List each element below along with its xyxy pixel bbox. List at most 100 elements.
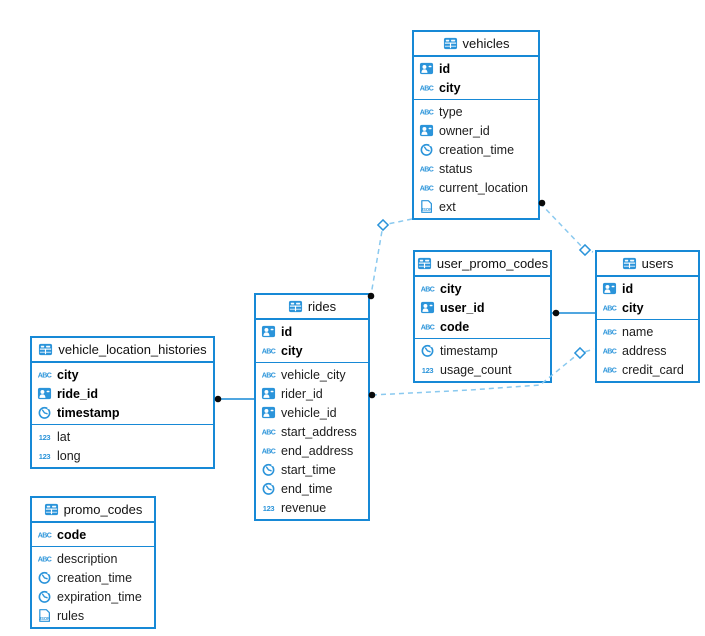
- table-vehicle-location-histories[interactable]: vehicle_location_histories city ride_id …: [30, 336, 215, 469]
- field-row[interactable]: credit_card: [597, 360, 698, 379]
- field-row[interactable]: creation_time: [32, 568, 154, 587]
- field-row[interactable]: vehicle_city: [256, 365, 368, 384]
- relationship-dot-endpoint[interactable]: [368, 391, 376, 399]
- field-label: description: [57, 551, 118, 566]
- field-row[interactable]: revenue: [256, 498, 368, 517]
- field-label: creation_time: [439, 142, 515, 157]
- table-rides[interactable]: rides id city vehicle_city rider_id vehi…: [254, 293, 370, 521]
- field-label: end_time: [281, 481, 333, 496]
- relationship-line-vehicles-rides[interactable]: [370, 218, 413, 296]
- field-row[interactable]: rules: [32, 606, 154, 625]
- 123-number-type-icon: [37, 448, 52, 463]
- field-row[interactable]: owner_id: [414, 121, 538, 140]
- table-vehicles[interactable]: vehicles id city type owner_id creation_…: [412, 30, 540, 220]
- field-row[interactable]: ride_id: [32, 384, 213, 403]
- field-row[interactable]: expiration_time: [32, 587, 154, 606]
- field-row[interactable]: id: [414, 59, 538, 78]
- field-label: long: [57, 448, 81, 463]
- 123-number-type-icon: [37, 429, 52, 444]
- field-row[interactable]: usage_count: [415, 360, 550, 379]
- field-label: code: [440, 319, 470, 334]
- field-row[interactable]: code: [415, 317, 550, 336]
- id-badge-icon: [419, 123, 434, 138]
- relationship-dot-endpoint[interactable]: [367, 292, 375, 300]
- table-promo-codes[interactable]: promo_codes code description creation_ti…: [30, 496, 156, 629]
- key-fields-section: id city: [414, 57, 538, 99]
- field-row[interactable]: user_id: [415, 298, 550, 317]
- table-header[interactable]: users: [597, 252, 698, 277]
- field-row[interactable]: type: [414, 102, 538, 121]
- field-row[interactable]: start_time: [256, 460, 368, 479]
- key-fields-section: city ride_id timestamp: [32, 363, 213, 424]
- table-user-promo-codes[interactable]: user_promo_codes city user_id code times…: [413, 250, 552, 383]
- table-grid-icon: [288, 299, 303, 314]
- id-badge-icon: [261, 386, 276, 401]
- field-row[interactable]: end_time: [256, 479, 368, 498]
- field-row[interactable]: end_address: [256, 441, 368, 460]
- field-row[interactable]: start_address: [256, 422, 368, 441]
- relationship-diamond-endpoint[interactable]: [578, 243, 592, 257]
- field-row[interactable]: vehicle_id: [256, 403, 368, 422]
- table-header[interactable]: vehicles: [414, 32, 538, 57]
- key-fields-section: city user_id code: [415, 277, 550, 338]
- key-fields-section: id city: [256, 320, 368, 362]
- field-row[interactable]: city: [32, 365, 213, 384]
- field-row[interactable]: creation_time: [414, 140, 538, 159]
- 123-number-type-icon: [420, 362, 435, 377]
- table-grid-icon: [443, 36, 458, 51]
- field-label: rules: [57, 608, 85, 623]
- table-users[interactable]: users id city name address credit_card: [595, 250, 700, 383]
- field-row[interactable]: name: [597, 322, 698, 341]
- id-badge-icon: [419, 61, 434, 76]
- abc-text-type-icon: [261, 443, 276, 458]
- json-document-icon: [419, 199, 434, 214]
- field-label: expiration_time: [57, 589, 142, 604]
- field-row[interactable]: rider_id: [256, 384, 368, 403]
- field-label: city: [622, 300, 644, 315]
- abc-text-type-icon: [419, 80, 434, 95]
- field-row[interactable]: description: [32, 549, 154, 568]
- json-document-icon: [37, 608, 52, 623]
- field-row[interactable]: city: [415, 279, 550, 298]
- table-header[interactable]: vehicle_location_histories: [32, 338, 213, 363]
- field-label: start_address: [281, 424, 357, 439]
- relationship-dot-endpoint[interactable]: [214, 395, 222, 403]
- abc-text-type-icon: [419, 104, 434, 119]
- field-row[interactable]: current_location: [414, 178, 538, 197]
- field-label: start_time: [281, 462, 336, 477]
- relationship-line-rides-users[interactable]: [371, 348, 595, 396]
- clock-timestamp-icon: [261, 462, 276, 477]
- field-label: end_address: [281, 443, 354, 458]
- table-header[interactable]: user_promo_codes: [415, 252, 550, 277]
- field-row[interactable]: lat: [32, 427, 213, 446]
- table-title: promo_codes: [63, 502, 143, 517]
- relationship-dot-endpoint[interactable]: [538, 199, 546, 207]
- abc-text-type-icon: [602, 324, 617, 339]
- relationship-diamond-endpoint[interactable]: [573, 346, 587, 360]
- field-row[interactable]: id: [597, 279, 698, 298]
- field-row[interactable]: timestamp: [415, 341, 550, 360]
- field-row[interactable]: ext: [414, 197, 538, 216]
- field-row[interactable]: id: [256, 322, 368, 341]
- field-row[interactable]: city: [256, 341, 368, 360]
- table-header[interactable]: rides: [256, 295, 368, 320]
- field-label: city: [439, 80, 461, 95]
- id-badge-icon: [261, 405, 276, 420]
- field-row[interactable]: long: [32, 446, 213, 465]
- relationship-diamond-endpoint[interactable]: [376, 218, 390, 232]
- field-label: timestamp: [440, 343, 498, 358]
- field-row[interactable]: timestamp: [32, 403, 213, 422]
- id-badge-icon: [37, 386, 52, 401]
- table-header[interactable]: promo_codes: [32, 498, 154, 523]
- abc-text-type-icon: [602, 343, 617, 358]
- field-row[interactable]: city: [597, 298, 698, 317]
- field-row[interactable]: status: [414, 159, 538, 178]
- field-row[interactable]: address: [597, 341, 698, 360]
- field-label: city: [281, 343, 303, 358]
- field-row[interactable]: code: [32, 525, 154, 544]
- relationship-dot-endpoint[interactable]: [552, 309, 560, 317]
- table-title: users: [641, 256, 674, 271]
- field-row[interactable]: city: [414, 78, 538, 97]
